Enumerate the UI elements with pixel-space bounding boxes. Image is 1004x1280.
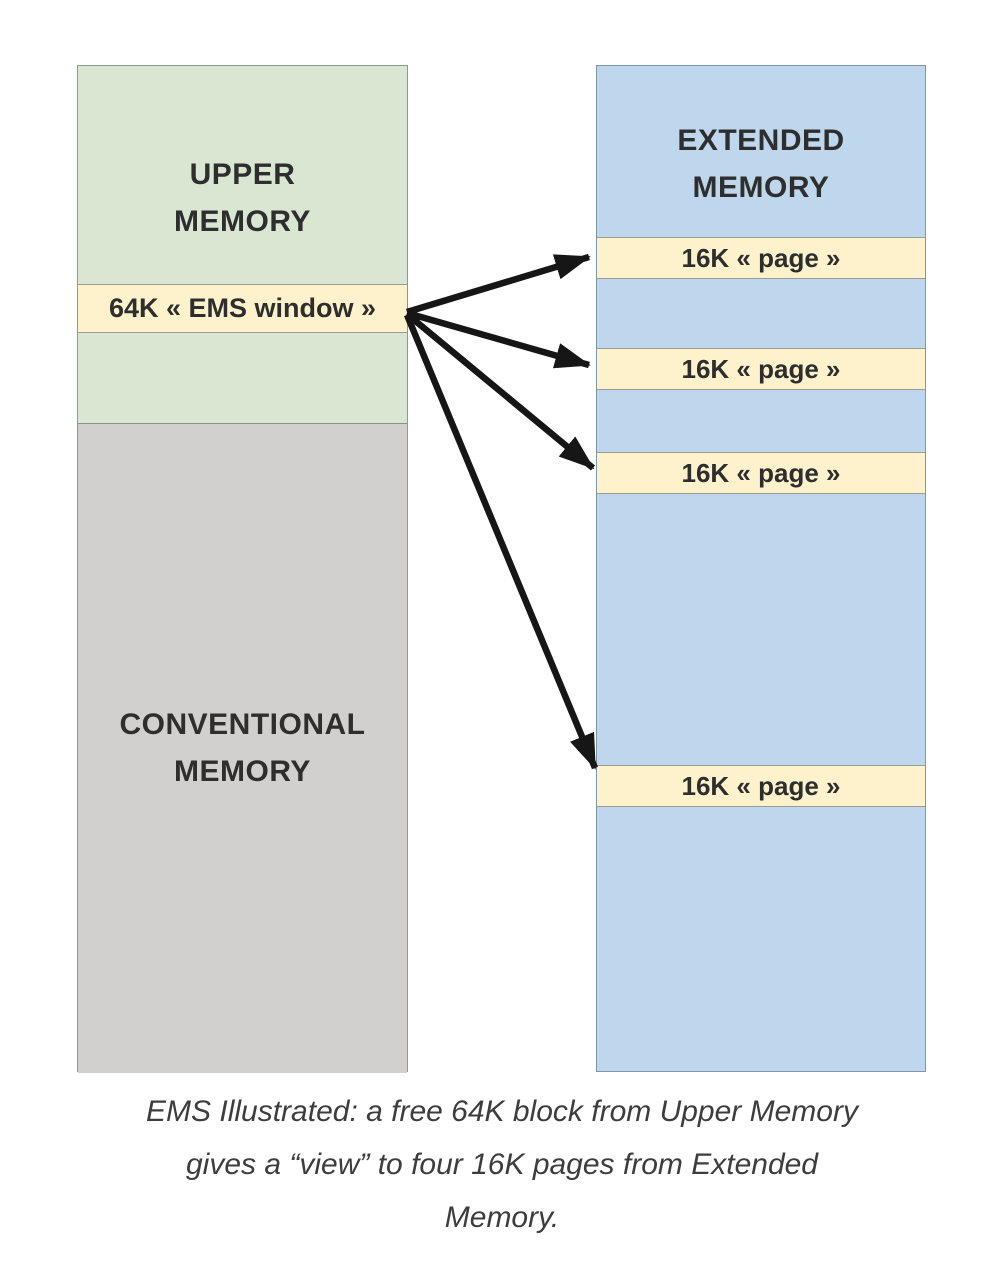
conventional-memory-region: CONVENTIONAL MEMORY bbox=[78, 423, 407, 1073]
ems-window-label: 64K « EMS window » bbox=[108, 293, 377, 323]
page-band-4: 16K « page » bbox=[597, 765, 925, 807]
arrow-to-page-2 bbox=[406, 309, 591, 369]
caption-line-3: Memory. bbox=[444, 1200, 560, 1234]
page-band-2-label: 16K « page » bbox=[681, 353, 841, 384]
arrow-to-page-1 bbox=[406, 253, 591, 316]
figure-caption: EMS Illustrated: a free 64K block from U… bbox=[0, 1086, 1004, 1244]
arrow-to-page-4 bbox=[403, 313, 599, 770]
left-memory-column: UPPER MEMORY 64K « EMS window » CONVENTI… bbox=[77, 65, 408, 1073]
extended-memory-label: EXTENDED MEMORY bbox=[677, 124, 845, 204]
page-band-3-label: 16K « page » bbox=[681, 457, 841, 488]
caption-line-2: gives a “view” to four 16K pages from Ex… bbox=[186, 1147, 818, 1181]
page-band-4-label: 16K « page » bbox=[681, 770, 841, 801]
caption-line-1: EMS Illustrated: a free 64K block from U… bbox=[146, 1095, 858, 1128]
page-band-3: 16K « page » bbox=[597, 452, 925, 494]
extended-memory-column: EXTENDED MEMORY 16K « page » 16K « page … bbox=[596, 65, 926, 1072]
upper-memory-region: UPPER MEMORY 64K « EMS window » bbox=[78, 66, 407, 423]
page-band-2: 16K « page » bbox=[597, 348, 925, 390]
ems-window-band: 64K « EMS window » bbox=[78, 284, 407, 333]
conventional-memory-label: CONVENTIONAL MEMORY bbox=[119, 708, 366, 788]
arrow-to-page-3 bbox=[404, 311, 596, 471]
page-band-1-label: 16K « page » bbox=[681, 242, 841, 273]
upper-memory-label: UPPER MEMORY bbox=[174, 158, 311, 238]
page-band-1: 16K « page » bbox=[597, 237, 925, 279]
